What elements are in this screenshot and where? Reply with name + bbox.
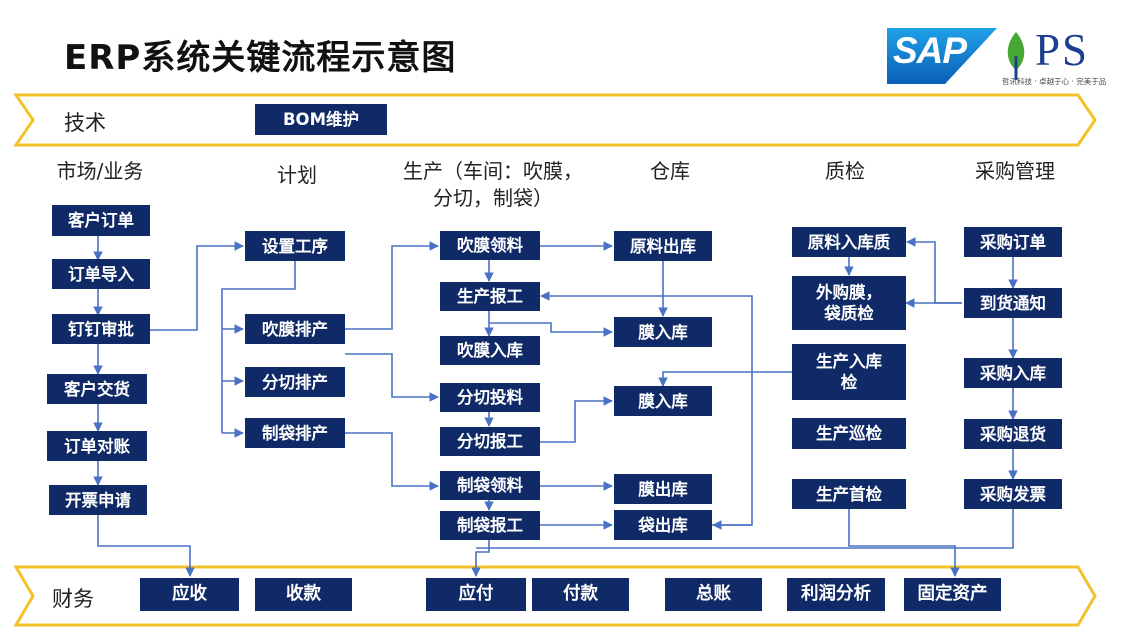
arrow-s5-w3 <box>540 396 613 443</box>
node-invoice-request: 开票申请 <box>49 485 147 515</box>
node-production-patrol-qc: 生产巡检 <box>792 418 906 449</box>
arrow-p4-s6 <box>345 432 439 491</box>
sap-registered-mark: ® <box>958 73 964 82</box>
node-purchased-film-qc: 外购膜，袋质检 <box>792 276 906 330</box>
arrow-p3-s4 <box>345 353 439 402</box>
node-film-in-1: 膜入库 <box>614 317 712 347</box>
finance-fixed-assets: 固定资产 <box>904 578 1001 611</box>
arrow-s7-f3 <box>471 540 490 577</box>
column-header-purchase: 采购管理 <box>975 159 1055 183</box>
arrow-m3-p1 <box>150 241 244 331</box>
node-slitting-feed: 分切投料 <box>440 383 540 412</box>
ips-logo-text: PS <box>1035 25 1090 75</box>
node-purchase-invoice: 采购发票 <box>964 479 1062 509</box>
node-order-import: 订单导入 <box>52 259 150 289</box>
node-bag-report: 制袋报工 <box>440 511 540 540</box>
column-header-market: 市场/业务 <box>56 159 144 183</box>
node-film-out: 膜出库 <box>614 474 712 504</box>
arrow-s2-w2 <box>489 322 613 337</box>
ips-slogan: 哲讯科技 · 卓越于心 · 完美于品 <box>1002 77 1107 86</box>
finance-payment: 付款 <box>532 578 629 611</box>
node-purchase-order: 采购订单 <box>964 227 1062 257</box>
finance-general-ledger: 总账 <box>665 578 762 611</box>
arrow-p2-s1 <box>345 241 439 330</box>
node-raw-material-out: 原料出库 <box>614 231 712 261</box>
arrow-c5-f3 <box>476 509 1014 549</box>
finance-payable: 应付 <box>426 578 526 611</box>
node-production-first-qc: 生产首检 <box>792 479 906 509</box>
node-slitting-schedule: 分切排产 <box>245 367 345 397</box>
sap-logo <box>887 28 997 84</box>
node-order-reconcile: 订单对账 <box>47 431 147 461</box>
column-header-production: 生产（车间：吹膜，分切，制袋） <box>403 159 583 210</box>
node-slitting-report: 分切报工 <box>440 427 540 456</box>
node-dingtalk-approval: 钉钉审批 <box>52 314 150 344</box>
finance-collection: 收款 <box>255 578 352 611</box>
node-set-process: 设置工序 <box>245 231 345 261</box>
node-production-report: 生产报工 <box>440 282 540 311</box>
node-bag-material-issue: 制袋领料 <box>440 471 540 500</box>
finance-band-label: 财务 <box>52 587 94 611</box>
ips-logo <box>1007 32 1025 80</box>
node-purchase-in: 采购入库 <box>964 358 1062 388</box>
node-film-in-2: 膜入库 <box>614 386 712 416</box>
column-header-qc: 质检 <box>825 159 865 183</box>
column-header-warehouse: 仓库 <box>650 159 690 183</box>
node-purchase-return: 采购退货 <box>964 419 1062 449</box>
node-production-in-qc: 生产入库检 <box>792 344 906 400</box>
node-customer-delivery: 客户交货 <box>47 374 147 404</box>
arrow-c2-q1 <box>906 237 962 304</box>
arrow-q3-w3 <box>658 371 792 387</box>
node-bag-making-schedule: 制袋排产 <box>245 418 345 448</box>
node-bag-out: 袋出库 <box>614 510 712 540</box>
arrow-m6-f1 <box>97 515 195 577</box>
arrow-q5-f7 <box>848 509 960 577</box>
finance-receivable: 应收 <box>140 578 239 611</box>
column-header-plan: 计划 <box>277 163 317 187</box>
tech-band-label: 技术 <box>64 111 106 135</box>
node-customer-order: 客户订单 <box>52 205 150 236</box>
plan-bracket <box>221 261 296 433</box>
node-arrival-notice: 到货通知 <box>964 288 1062 318</box>
finance-profit-analysis: 利润分析 <box>787 578 885 611</box>
node-film-stock-in: 吹膜入库 <box>440 336 540 365</box>
node-raw-in-qc: 原料入库质 <box>792 227 906 257</box>
sap-logo-text: SAP <box>893 30 967 71</box>
node-film-material-issue: 吹膜领料 <box>440 231 540 260</box>
page-title: ERP系统关键流程示意图 <box>64 38 457 78</box>
node-film-blowing-schedule: 吹膜排产 <box>245 314 345 344</box>
bom-maintenance-box: BOM维护 <box>255 104 387 135</box>
